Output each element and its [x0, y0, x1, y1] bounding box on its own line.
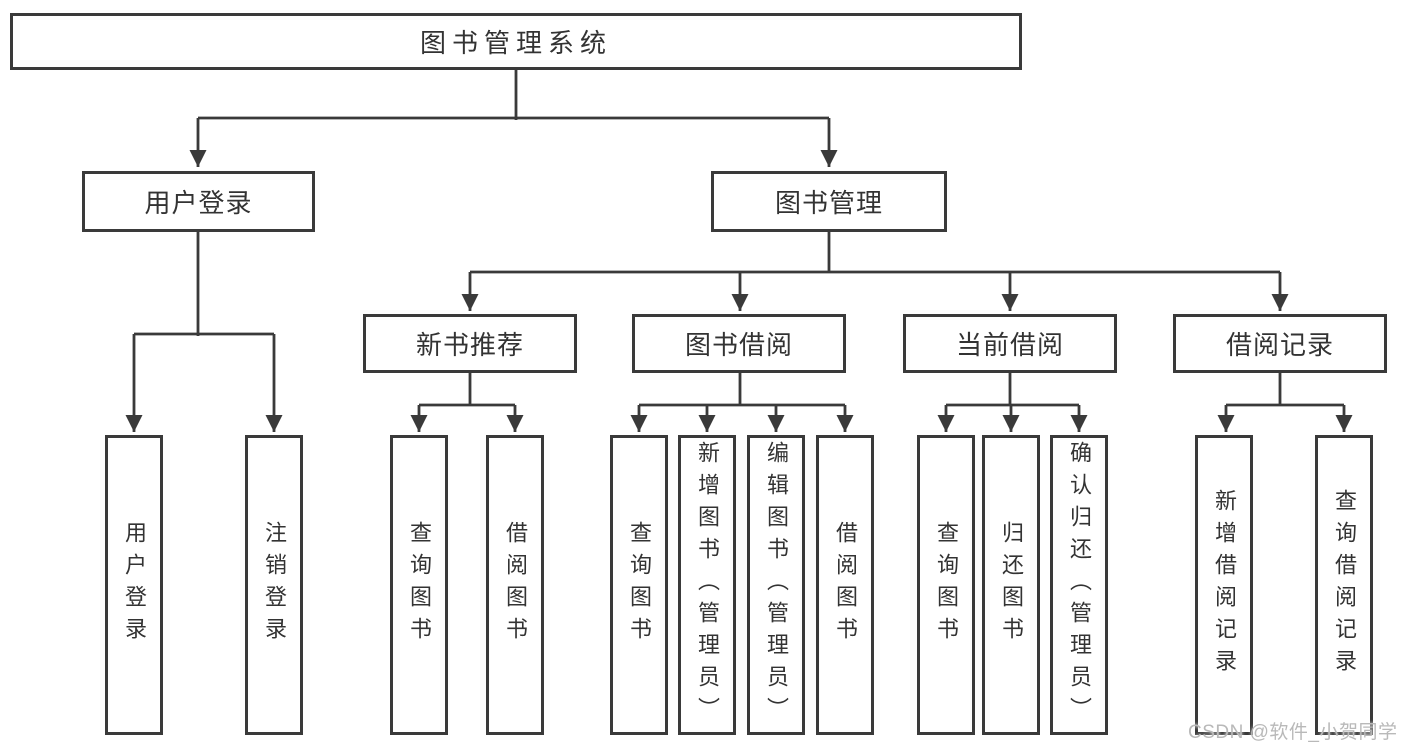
node-label: 用户登录 [122, 521, 147, 649]
node-label: 查询借阅记录 [1332, 489, 1357, 681]
node-book-management: 图书管理 [711, 171, 947, 232]
leaf-edit-books-admin: 编辑图书（管理员） [747, 435, 805, 735]
node-label: 新增借阅记录 [1212, 489, 1237, 681]
connector-book-management-branch [461, 232, 1289, 311]
node-label: 编辑图书（管理员） [764, 441, 789, 729]
leaf-add-books-admin: 新增图书（管理员） [678, 435, 736, 735]
leaf-current-query-books: 查询图书 [917, 435, 975, 735]
node-label: 图书管理 [774, 188, 883, 218]
leaf-borrow-books: 借阅图书 [816, 435, 874, 735]
node-label: 借阅图书 [833, 521, 858, 649]
connector-new-book-recommend-branch [410, 373, 524, 432]
node-current-borrow: 当前借阅 [903, 314, 1117, 373]
csdn-watermark: CSDN @软件_小贺同学 [1188, 722, 1398, 743]
node-label: 新增图书（管理员） [695, 441, 720, 729]
node-label: 确认归还（管理员） [1067, 441, 1092, 729]
leaf-confirm-return-admin: 确认归还（管理员） [1050, 435, 1108, 735]
connector-borrow-records-branch [1217, 373, 1353, 432]
connector-book-borrow-branch [630, 373, 854, 432]
node-label: 用户登录 [144, 188, 253, 218]
node-label: 图书管理系统 [419, 28, 612, 58]
node-label: 图书借阅 [684, 330, 793, 360]
node-label: 查询图书 [934, 521, 959, 649]
leaf-return-books: 归还图书 [982, 435, 1040, 735]
leaf-recommend-query-books: 查询图书 [390, 435, 448, 735]
leaf-user-login: 用户登录 [105, 435, 163, 735]
node-label: 注销登录 [262, 521, 287, 649]
node-label: 新书推荐 [415, 330, 524, 360]
node-user-login: 用户登录 [82, 171, 315, 232]
node-label: 查询图书 [627, 521, 652, 649]
node-label: 借阅记录 [1225, 330, 1334, 360]
node-new-book-recommend: 新书推荐 [363, 314, 577, 373]
connector-root-to-level2 [189, 70, 838, 167]
leaf-query-borrow-record: 查询借阅记录 [1315, 435, 1373, 735]
node-label: 查询图书 [407, 521, 432, 649]
leaf-recommend-borrow-books: 借阅图书 [486, 435, 544, 735]
leaf-logout: 注销登录 [245, 435, 303, 735]
node-book-borrow: 图书借阅 [632, 314, 846, 373]
connector-current-borrow-branch [937, 373, 1088, 432]
connector-user-login-branch [125, 232, 283, 432]
node-label: 归还图书 [999, 521, 1024, 649]
node-label: 当前借阅 [955, 330, 1064, 360]
node-borrow-records: 借阅记录 [1173, 314, 1387, 373]
leaf-borrow-query-books: 查询图书 [610, 435, 668, 735]
leaf-add-borrow-record: 新增借阅记录 [1195, 435, 1253, 735]
node-book-management-system: 图书管理系统 [10, 13, 1022, 70]
node-label: 借阅图书 [503, 521, 528, 649]
